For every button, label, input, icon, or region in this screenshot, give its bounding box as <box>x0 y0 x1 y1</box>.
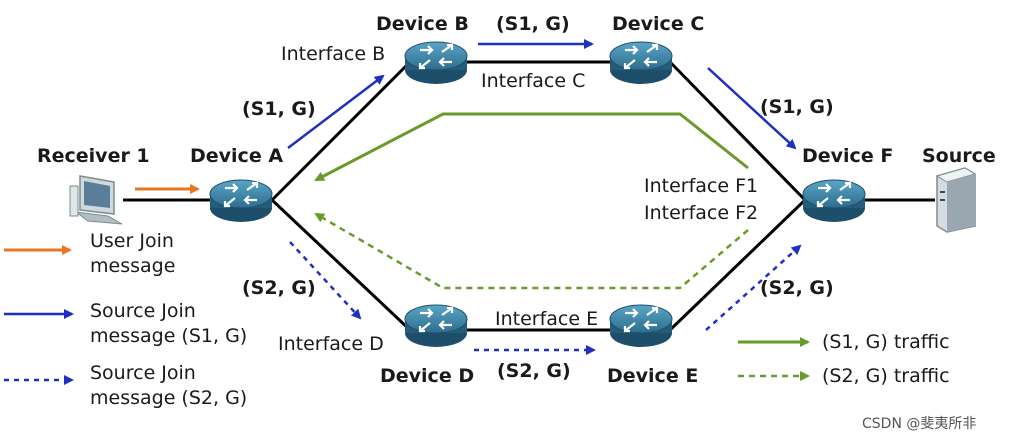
router-icon <box>403 40 469 86</box>
source-join-a-d-arrow <box>289 241 362 320</box>
flow-s2g-label-bottom: (S2, G) <box>497 360 571 382</box>
device-b-label: Device B <box>376 13 469 35</box>
s1g-traffic-path <box>314 112 749 182</box>
router-icon <box>403 303 469 349</box>
s2g-traffic-path <box>314 212 749 290</box>
source-join-a-b-arrow <box>287 74 385 149</box>
pc-icon <box>69 175 123 225</box>
legend-right: (S1, G) traffic (S2, G) traffic <box>738 331 950 387</box>
interface-c-label: Interface C <box>481 70 585 92</box>
flow-s2g-label-right: (S2, G) <box>760 277 834 299</box>
flow-s1g-label-left: (S1, G) <box>242 98 316 120</box>
link-a-d <box>270 198 412 332</box>
link-a-b <box>270 60 412 202</box>
links <box>123 60 935 332</box>
flow-s1g-label-top: (S1, G) <box>496 13 570 35</box>
flow-s2g-label-left: (S2, G) <box>242 277 316 299</box>
interface-e-label: Interface E <box>495 308 598 330</box>
server-icon <box>935 167 977 233</box>
watermark: CSDN @斐夷所非 <box>862 416 976 432</box>
device-f-label: Device F <box>802 145 893 167</box>
legend-source-join-s2-line2: message (S2, G) <box>90 387 247 409</box>
legend-source-join-s1-line2: message (S1, G) <box>90 325 247 347</box>
flow-s1g-label-right: (S1, G) <box>760 96 834 118</box>
legend-left: User Join message Source Join message (S… <box>4 230 247 409</box>
interface-f1-label: Interface F1 <box>644 175 758 197</box>
source-join-e-f-arrow <box>705 244 802 331</box>
link-e-f <box>668 198 807 332</box>
router-icon <box>801 178 867 224</box>
legend-s2-traffic-label: (S2, G) traffic <box>822 365 950 387</box>
legend-s1-traffic-label: (S1, G) traffic <box>822 331 950 353</box>
router-icon <box>608 40 674 86</box>
link-c-f <box>668 60 807 202</box>
legend-user-join-line2: message <box>90 255 175 277</box>
device-c-label: Device C <box>612 13 704 35</box>
receiver-label: Receiver 1 <box>37 145 150 167</box>
interface-b-label: Interface B <box>281 43 385 65</box>
device-d-label: Device D <box>380 365 474 387</box>
device-e-label: Device E <box>607 365 698 387</box>
legend-user-join-line1: User Join <box>90 230 174 252</box>
source-join-c-f-arrow <box>707 67 797 150</box>
source-label: Source <box>922 145 996 167</box>
legend-source-join-s1-line1: Source Join <box>90 300 196 322</box>
interface-d-label: Interface D <box>278 333 384 355</box>
router-icon <box>208 178 274 224</box>
interface-f2-label: Interface F2 <box>644 202 758 224</box>
device-a-label: Device A <box>190 145 283 167</box>
legend-source-join-s2-line1: Source Join <box>90 362 196 384</box>
router-icon <box>608 303 674 349</box>
